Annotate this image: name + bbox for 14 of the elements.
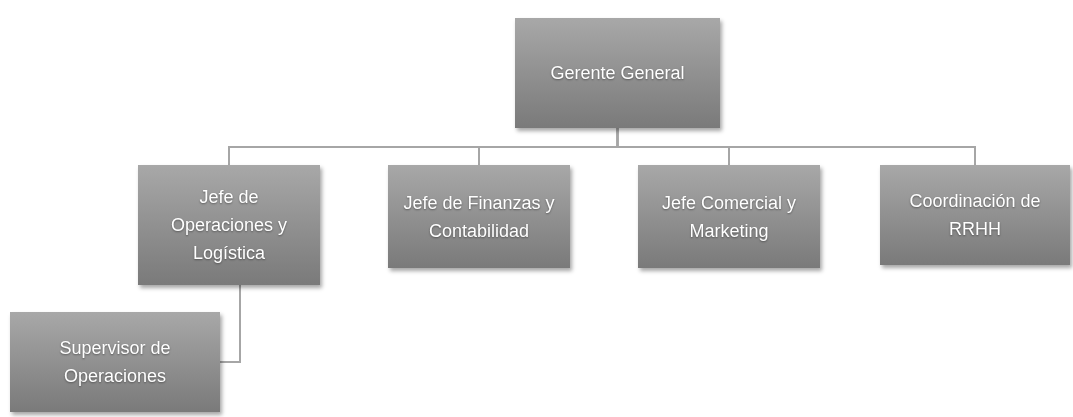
role-title: Gerente General (550, 62, 685, 85)
org-chart-box (880, 165, 1070, 265)
role-title: Jefe Comercial y Marketing (660, 191, 797, 243)
role-title: Jefe de Finanzas y Contabilidad (402, 191, 556, 243)
org-chart-box (638, 165, 820, 268)
org-chart-box (10, 312, 220, 412)
connector-line (219, 284, 241, 363)
connector-line (616, 127, 976, 166)
org-chart-box (138, 165, 320, 285)
role-title: Coordinación de RRHH (908, 190, 1042, 241)
org-chart-box (515, 18, 720, 128)
org-chart-box (388, 165, 570, 268)
role-title: Jefe de Operaciones y Logística (169, 186, 289, 265)
role-title: Supervisor de Operaciones (58, 337, 172, 388)
